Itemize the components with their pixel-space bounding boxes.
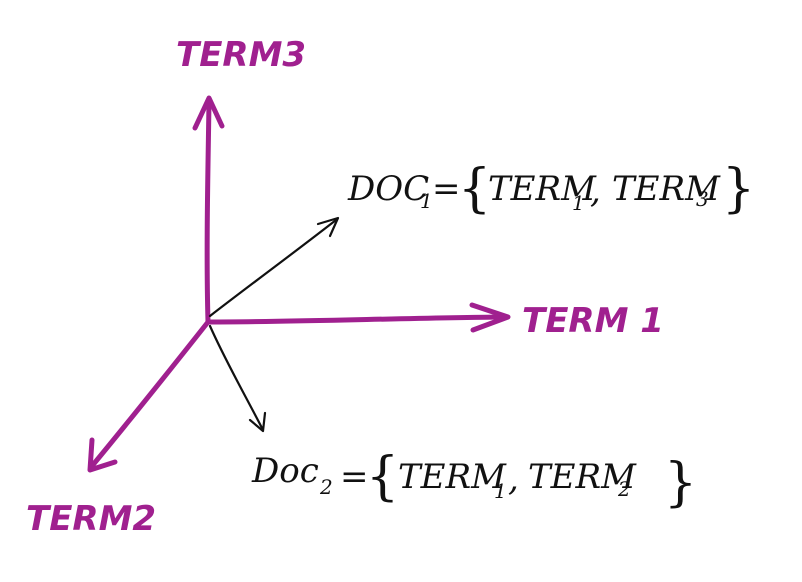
doc1-close-brace: }: [722, 159, 755, 219]
doc2-term-a-index: 1: [494, 479, 507, 503]
doc2-close-brace: }: [664, 453, 697, 513]
term1-axis: [205, 314, 508, 325]
term1-arrowhead: [469, 302, 511, 333]
doc1-index: 1: [420, 189, 433, 213]
doc2-vector: [208, 324, 264, 430]
doc2-term-b: TERM: [528, 457, 637, 497]
doc2-name: Doc: [251, 451, 319, 491]
doc2-term-a: TERM: [398, 457, 507, 497]
doc1-arrowhead: [316, 216, 340, 238]
doc2-index: 2: [319, 475, 333, 499]
document-vectors: [208, 216, 340, 433]
doc1-name: DOC: [347, 169, 429, 209]
term3-axis: [204, 99, 212, 325]
doc1-term-b: TERM: [612, 169, 721, 209]
doc1-term-a-index: 1: [572, 191, 585, 215]
doc2-open-brace: {: [366, 447, 399, 507]
doc2-separator: ,: [508, 459, 519, 499]
doc1-equals: =: [432, 169, 461, 209]
axes: [87, 95, 511, 473]
term3-arrowhead: [192, 95, 225, 131]
term2-axis-label: TERM2: [26, 499, 156, 539]
doc1-separator: ,: [590, 171, 601, 211]
doc2-equals: =: [340, 457, 369, 497]
doc1-term-b-index: 3: [696, 187, 709, 211]
doc2-equation: Doc 2 = { TERM 1 , TERM 2 }: [251, 447, 697, 513]
term1-axis-label: TERM 1: [522, 301, 664, 341]
term3-axis-label: TERM3: [176, 35, 306, 75]
doc2-arrowhead: [248, 411, 267, 433]
doc1-open-brace: {: [458, 159, 491, 219]
term2-arrowhead: [87, 437, 118, 473]
doc1-term-a: TERM: [488, 169, 597, 209]
doc1-equation: DOC 1 = { TERM 1 , TERM 3 }: [347, 159, 755, 219]
doc2-term-b-index: 2: [617, 477, 631, 501]
doc1-vector: [208, 218, 338, 318]
term2-axis: [89, 319, 211, 469]
